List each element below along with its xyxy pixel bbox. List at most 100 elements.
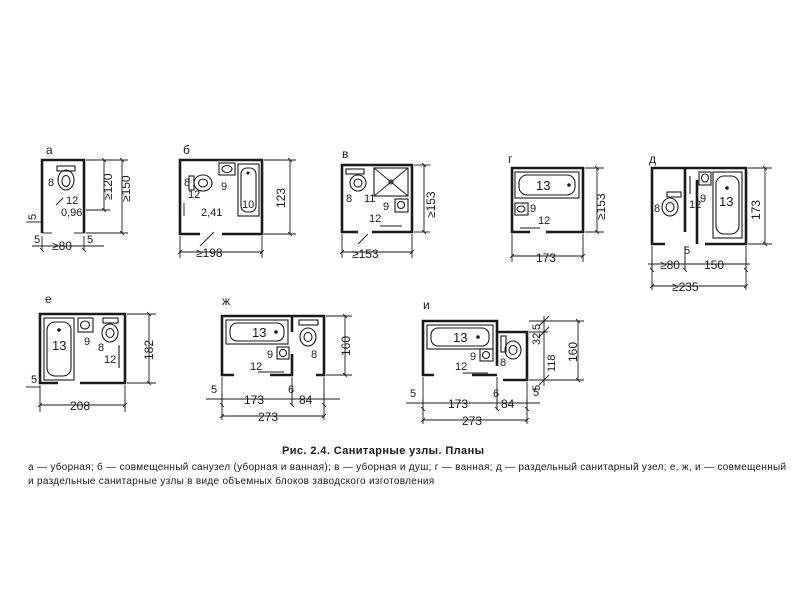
plan-g-dim-w: 173 xyxy=(536,251,556,265)
plan-b-dim-w: ≥198 xyxy=(196,246,223,260)
plan-b-label-10: 10 xyxy=(242,199,254,211)
plan-d-label-12: 12 xyxy=(689,199,701,211)
plan-d-letter: д xyxy=(649,152,656,166)
plan-d: д 8 12 9 13 173 5 ≥80 150 ≥23 xyxy=(648,152,772,294)
bathtub-icon xyxy=(43,317,75,381)
toilet-icon xyxy=(57,169,75,191)
shower-tray-icon xyxy=(373,167,409,197)
plan-zh-walls xyxy=(220,314,326,377)
plan-a-label-12: 12 xyxy=(66,195,78,207)
toilet-icon xyxy=(299,327,317,347)
plan-a-letter: а xyxy=(46,143,53,157)
plan-zh-dim-h: 160 xyxy=(339,336,353,356)
plan-i-letter: и xyxy=(423,298,430,312)
plan-v-label-8: 8 xyxy=(346,193,352,205)
plan-v-label-9: 9 xyxy=(383,201,389,213)
bathtub-icon xyxy=(426,324,494,350)
plan-zh-dim-doorright: 6 xyxy=(288,384,294,396)
toilet-icon xyxy=(101,323,119,343)
plan-b-letter: б xyxy=(183,143,190,157)
figure-caption-text: а — уборная; б — совмещенный санузел (уб… xyxy=(28,462,787,487)
bathtub-icon xyxy=(712,171,743,239)
plan-i-dim-hmid: 32 xyxy=(531,333,543,345)
plan-a-label-8: 8 xyxy=(48,177,54,189)
sink-icon xyxy=(218,162,236,176)
plan-d-dim-wright: 150 xyxy=(704,258,724,272)
plan-d-label-8: 8 xyxy=(654,203,660,215)
plan-i-label-13: 13 xyxy=(453,330,467,345)
plan-d-label-13: 13 xyxy=(719,194,733,209)
plan-i: и 13 9 8 12 5 32 118 5 160 5 6 xyxy=(406,298,584,428)
plan-e-label-8: 8 xyxy=(98,342,104,354)
plan-a-dim-wright: 5 xyxy=(87,234,93,246)
plan-i-dim-hbot: 5 xyxy=(531,385,543,391)
plan-i-label-12: 12 xyxy=(455,361,467,373)
sanitary-plans-figure: а 8 12 0,96 ≥120 ≥150 5 5 ≥80 5 б xyxy=(26,143,772,428)
sink-icon xyxy=(394,198,409,213)
plan-e-label-9: 9 xyxy=(84,336,90,348)
plan-b: б 8 12 9 10 2,41 123 ≥198 xyxy=(177,143,296,260)
plan-e-label-13: 13 xyxy=(52,338,66,353)
bathtub-icon xyxy=(237,163,260,217)
plan-d-dim-wtotal: ≥235 xyxy=(672,280,699,294)
plan-zh-label-12: 12 xyxy=(250,361,262,373)
plan-b-label-12: 12 xyxy=(188,189,200,201)
plan-e-label-12: 12 xyxy=(104,354,116,366)
plan-zh-dim-wleft: 173 xyxy=(244,393,264,407)
plan-v-label-11: 11 xyxy=(364,193,375,205)
sink-icon xyxy=(514,202,529,216)
sink-icon xyxy=(77,317,94,333)
plan-b-label-8: 8 xyxy=(184,177,190,189)
plan-d-dim-h: 173 xyxy=(749,200,763,220)
plan-i-label-9: 9 xyxy=(470,351,476,363)
figure-caption-title: Рис. 2.4. Санитарные узлы. Планы xyxy=(282,445,485,457)
plan-a-dim-h2: ≥150 xyxy=(119,175,133,202)
plan-v-label-12: 12 xyxy=(369,213,381,225)
plan-e-walls xyxy=(38,312,127,385)
plan-d-walls xyxy=(650,166,748,246)
sink-icon xyxy=(276,346,290,360)
bathtub-icon xyxy=(514,171,580,199)
plan-g-label-12: 12 xyxy=(538,215,550,227)
plan-v: в 8 11 9 12 ≥153 ≥153 xyxy=(339,147,438,261)
plan-d-dim-wleft: ≥80 xyxy=(660,258,680,272)
plan-g-walls xyxy=(510,166,585,234)
plan-d-label-9: 9 xyxy=(700,193,706,205)
plan-i-dim-htop: 5 xyxy=(531,324,543,330)
plan-zh-dim-wtotal: 273 xyxy=(258,410,278,424)
plan-a-label-096: 0,96 xyxy=(61,207,82,219)
plan-zh-dim-doorleft: 5 xyxy=(211,384,217,396)
plan-g-letter: г xyxy=(508,152,513,166)
sink-icon xyxy=(479,348,494,362)
plan-v-letter: в xyxy=(342,147,348,161)
plan-b-walls xyxy=(178,158,264,236)
sink-icon xyxy=(698,171,712,186)
plan-e-letter: е xyxy=(45,292,52,306)
plan-b-label-241: 2,41 xyxy=(201,207,222,219)
plan-zh: ж 13 9 8 12 160 5 6 173 84 xyxy=(206,294,353,424)
plan-v-dim-w: ≥153 xyxy=(352,247,379,261)
toilet-icon xyxy=(349,174,367,192)
toilet-icon xyxy=(504,340,522,360)
plan-e-dim-w: 208 xyxy=(70,399,90,413)
plan-b-label-9: 9 xyxy=(221,181,227,193)
plan-zh-label-13: 13 xyxy=(252,325,266,340)
plan-a-dim-h1: ≥120 xyxy=(101,173,115,200)
plan-i-dim-gap: 6 xyxy=(493,388,499,400)
plan-i-dim-wleft: 173 xyxy=(448,397,468,411)
plan-a-walls xyxy=(40,158,86,233)
plan-i-dim-wtotal: 273 xyxy=(462,414,482,428)
plan-zh-label-8: 8 xyxy=(311,349,317,361)
plan-g: г 13 9 12 ≥153 173 xyxy=(508,152,608,265)
plan-i-label-8: 8 xyxy=(500,357,506,369)
plan-a: а 8 12 0,96 ≥120 ≥150 5 5 ≥80 5 xyxy=(26,143,133,253)
plan-g-label-9: 9 xyxy=(530,203,536,215)
toilet-icon xyxy=(661,197,679,217)
plan-e-dim-h: 182 xyxy=(142,340,156,360)
plan-i-dim-htotal: 160 xyxy=(566,342,580,362)
plan-i-dim-doorleft: 5 xyxy=(410,388,416,400)
plan-b-dim-h: 123 xyxy=(274,188,288,208)
plan-i-dim-hlow: 118 xyxy=(546,354,558,372)
bathtub-icon xyxy=(225,319,289,345)
plan-a-dim-w: ≥80 xyxy=(52,239,72,253)
